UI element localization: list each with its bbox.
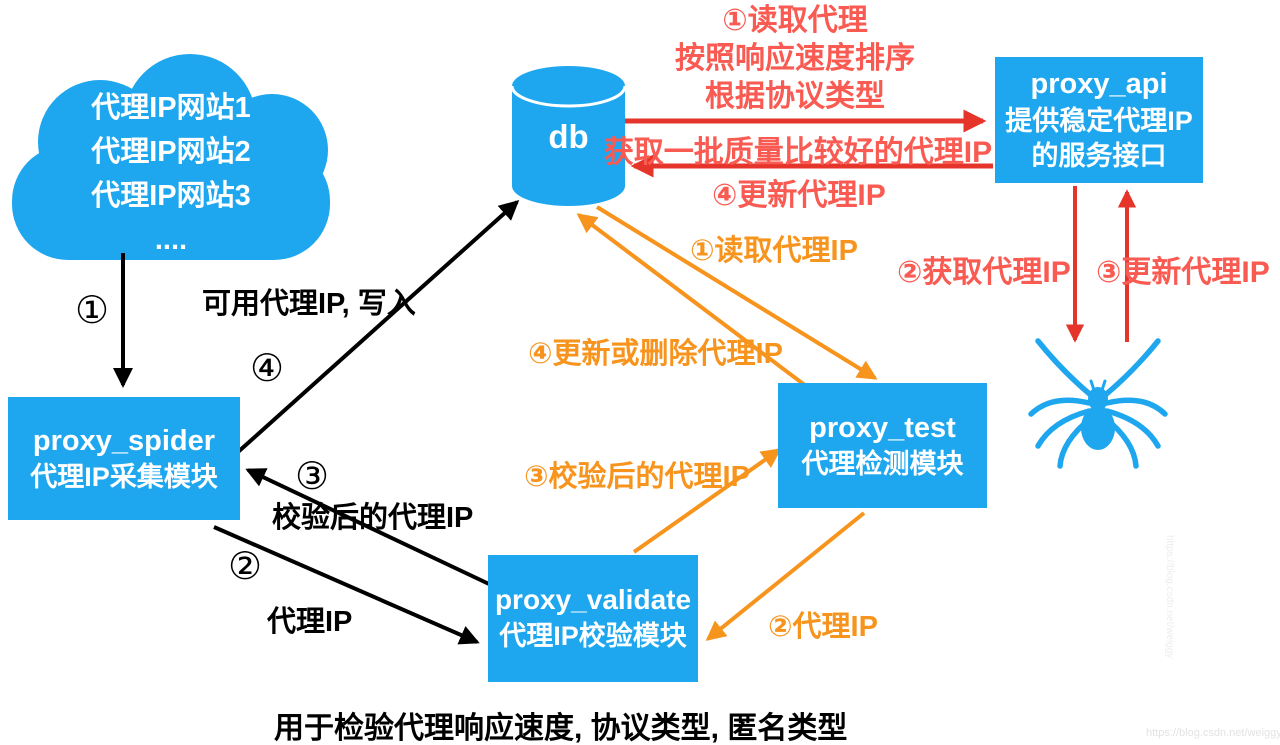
node-title: proxy_spider	[32, 424, 216, 457]
label-validated-proxy-orange: ③校验后的代理IP	[524, 461, 750, 493]
label-crawler-update-proxy: ③更新代理IP	[1096, 256, 1270, 289]
label-step4-circle: ④	[250, 348, 285, 390]
db-label: db	[548, 118, 589, 155]
arrow-test-to-db	[576, 213, 808, 388]
arrow-db-to-test	[595, 205, 878, 380]
arrow-validate-to-test	[632, 448, 782, 554]
watermark-vertical: https://blog.csdn.net/weiggy	[1164, 535, 1175, 659]
label-test-update-delete: ④更新或删除代理IP	[528, 338, 783, 370]
cloud-line: ....	[154, 224, 188, 256]
node-subtitle: 代理IP采集模块	[30, 461, 218, 492]
arrow-spider-to-db	[236, 199, 520, 454]
node-proxy-validate: proxy_validate 代理IP校验模块	[488, 555, 698, 682]
node-subtitle: 的服务接口	[1031, 141, 1167, 172]
label-step1-circle: ①	[75, 290, 110, 332]
label-fetch-quality: 获取一批质量比较好的代理IP	[603, 136, 993, 169]
label-crawler-get-proxy: ②获取代理IP	[897, 256, 1071, 289]
node-subtitle: 代理IP校验模块	[499, 621, 687, 652]
cloud-shape	[12, 54, 330, 260]
node-subtitle: 代理检测模块	[801, 448, 964, 479]
cloud-line: 代理IP网站2	[91, 136, 251, 168]
label-api-read-sort: ①读取代理 按照响应速度排序 根据协议类型	[595, 2, 995, 116]
database-icon	[510, 66, 627, 206]
node-subtitle: 提供稳定代理IP	[1005, 105, 1193, 136]
label-validated-proxy-black: 校验后的代理IP	[272, 502, 474, 534]
label-proxy-ip-orange: ②代理IP	[768, 611, 878, 643]
label-proxy-ip-black: 代理IP	[267, 606, 353, 638]
proxy-websites-cloud: 代理IP网站1 代理IP网站2 代理IP网站3 ....	[28, 86, 314, 262]
cloud-line: 代理IP网站1	[91, 92, 251, 124]
label-line: 根据协议类型	[705, 80, 885, 113]
label-step2-circle: ②	[228, 546, 263, 588]
label-line: ①读取代理	[722, 4, 868, 37]
cloud-line: 代理IP网站3	[91, 180, 251, 212]
bottom-note: 用于检验代理响应速度, 协议类型, 匿名类型	[274, 712, 848, 745]
label-line: 按照响应速度排序	[675, 42, 915, 75]
node-title: proxy_test	[809, 411, 956, 444]
node-proxy-spider: proxy_spider 代理IP采集模块	[8, 397, 240, 520]
watermark: https://blog.csdn.net/weiggy	[1146, 727, 1280, 739]
node-proxy-api: proxy_api 提供稳定代理IP 的服务接口	[995, 57, 1203, 183]
label-usable-write: 可用代理IP, 写入	[202, 288, 416, 320]
node-proxy-test: proxy_test 代理检测模块	[778, 383, 987, 508]
arrow-test-to-validate	[705, 511, 866, 641]
node-title: proxy_api	[1030, 68, 1168, 101]
node-title: proxy_validate	[494, 584, 692, 616]
arrow-spider-to-validate	[213, 525, 480, 645]
label-step3-circle: ③	[295, 456, 330, 498]
spider-icon	[1028, 338, 1168, 469]
label-update-db: ④更新代理IP	[712, 179, 886, 212]
label-test-read-proxy: ①读取代理IP	[690, 235, 858, 267]
arrow-validate-to-spider	[245, 468, 490, 586]
